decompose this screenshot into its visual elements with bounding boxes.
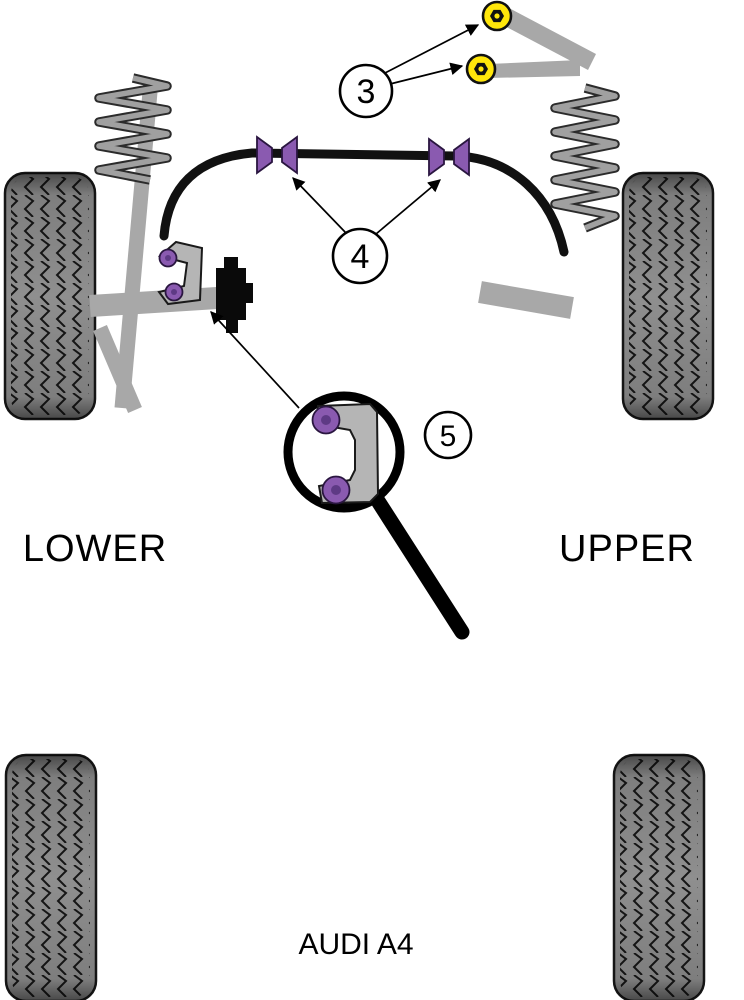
label-upper: UPPER bbox=[559, 528, 695, 570]
magnifier-handle bbox=[370, 493, 470, 640]
callout-4-arrow-1 bbox=[292, 177, 347, 234]
left-suspension bbox=[89, 73, 253, 413]
upper-link-1 bbox=[501, 8, 596, 70]
callout-4: 4 bbox=[292, 177, 441, 285]
upper-link-bush-2 bbox=[465, 53, 497, 85]
upper-link-2 bbox=[488, 60, 580, 78]
callout-4-circle[interactable] bbox=[331, 227, 389, 285]
tire-front-left bbox=[3, 171, 97, 421]
left-coil-spring bbox=[96, 75, 170, 183]
callout-3-number: 3 bbox=[357, 73, 376, 111]
magnifier-pointer-line bbox=[210, 311, 300, 409]
tire-front-right bbox=[621, 171, 715, 421]
callout-3-arrow-1 bbox=[384, 24, 480, 74]
lower-arm-bracket-part bbox=[157, 240, 204, 306]
tire-rear-right bbox=[612, 753, 706, 1000]
callout-3-arrow-2 bbox=[389, 62, 464, 85]
upper-link-bush-1 bbox=[481, 0, 513, 32]
magnified-bracket-part bbox=[311, 402, 380, 505]
callout-4-arrow-2 bbox=[375, 179, 441, 235]
callout-3: 3 bbox=[338, 24, 480, 119]
engine-mount-part bbox=[216, 257, 253, 333]
left-lower-arm bbox=[89, 286, 234, 317]
label-lower: LOWER bbox=[23, 528, 167, 570]
left-strut bbox=[114, 91, 158, 409]
label-model: AUDI A4 bbox=[298, 928, 413, 961]
left-tie-rod bbox=[93, 325, 142, 413]
right-lower-arm bbox=[478, 281, 574, 319]
callout-3-circle[interactable] bbox=[338, 63, 394, 119]
callout-5-number: 5 bbox=[440, 420, 457, 453]
anti-roll-bar bbox=[159, 148, 569, 257]
callout-5-circle[interactable] bbox=[423, 410, 473, 460]
right-coil-spring bbox=[552, 85, 618, 231]
magnifier: 5 bbox=[210, 311, 473, 640]
right-suspension bbox=[478, 8, 620, 319]
tire-rear-left bbox=[4, 753, 98, 1000]
callout-4-number: 4 bbox=[351, 238, 370, 276]
